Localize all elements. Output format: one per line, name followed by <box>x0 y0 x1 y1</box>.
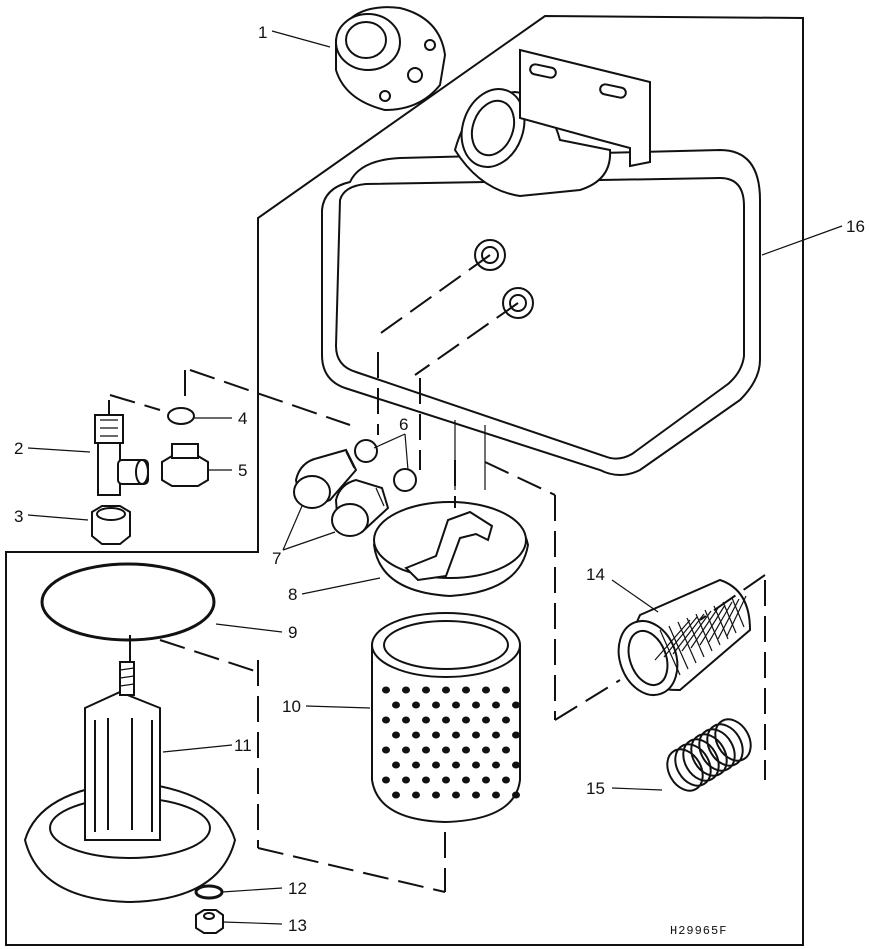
callout-3: 3 <box>14 507 23 526</box>
part-11-filter-base[interactable] <box>23 661 237 904</box>
part-4-o-ring[interactable] <box>167 407 195 425</box>
callout-5: 5 <box>238 461 247 480</box>
callout-9: 9 <box>288 623 297 642</box>
callout-1: 1 <box>258 23 267 42</box>
part-1-elbow-fitting[interactable] <box>335 6 447 112</box>
part-7-valves[interactable] <box>293 448 390 537</box>
part-10-filter-element[interactable] <box>371 612 521 824</box>
assembly-boundary-outline <box>5 14 804 946</box>
callout-10: 10 <box>282 697 301 716</box>
callout-11: 11 <box>234 736 252 755</box>
part-6-o-rings[interactable] <box>354 439 417 492</box>
part-3-nut[interactable] <box>91 505 131 545</box>
callout-13: 13 <box>288 916 307 935</box>
leader-lines <box>27 30 843 925</box>
callout-6: 6 <box>399 415 408 434</box>
part-13-nut[interactable] <box>195 909 224 934</box>
assembly-dash-lines <box>109 254 766 893</box>
part-15-spring[interactable] <box>660 713 758 797</box>
part-5-plug[interactable] <box>161 443 209 487</box>
part-16-tank[interactable] <box>321 48 761 490</box>
callout-16: 16 <box>846 217 865 236</box>
part-12-washer[interactable] <box>194 884 224 900</box>
part-8-cover[interactable] <box>372 500 530 598</box>
callout-labels: 1 2 3 4 5 6 7 8 9 10 11 12 13 14 15 16 <box>14 23 865 935</box>
part-14-strainer-screen[interactable] <box>609 578 752 703</box>
callout-2: 2 <box>14 439 23 458</box>
part-9-seal-ring[interactable] <box>40 562 216 642</box>
callout-4: 4 <box>238 409 247 428</box>
callout-14: 14 <box>586 565 605 584</box>
part-2-tee-fitting[interactable] <box>94 400 149 496</box>
callout-7: 7 <box>272 549 281 568</box>
callout-8: 8 <box>288 585 297 604</box>
callout-12: 12 <box>288 879 307 898</box>
callout-15: 15 <box>586 779 605 798</box>
figure-code: H29965F <box>670 924 727 938</box>
